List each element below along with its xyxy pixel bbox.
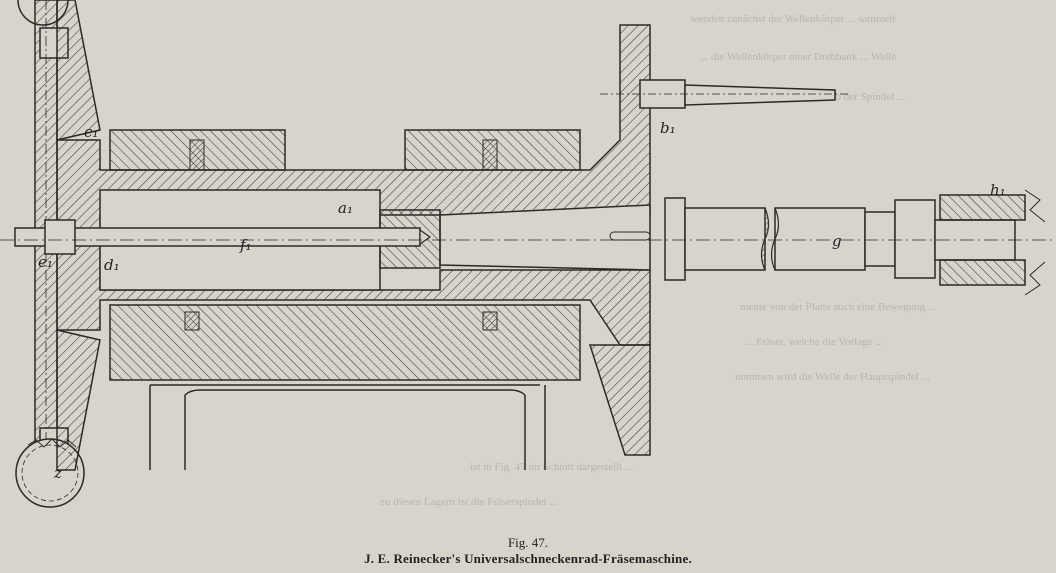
spindle-housing: [56, 24, 651, 346]
bleed-line: ... Fräser, welche die Vorlage ...: [745, 336, 884, 348]
label-d1: d₁: [104, 256, 120, 274]
bleed-line: zu diesen Lagern ist die Fräserspindel .…: [380, 496, 558, 508]
label-h1: h₁: [990, 181, 1006, 199]
lower-bearings: [109, 304, 581, 381]
pull-rod: [14, 219, 432, 255]
label-f1: f₁: [239, 236, 252, 254]
figure-number: Fig. 47.: [507, 535, 549, 550]
bleed-line: ist in Fig. 47 im Schnitt dargestellt ..…: [470, 461, 634, 473]
label-a1: a₁: [338, 199, 353, 217]
bleed-line: wenden zunächst der Wellenkörper ... sam…: [690, 13, 895, 25]
label-b1: b₁: [660, 119, 676, 137]
label-z: z: [53, 464, 62, 482]
housing-flange: [56, 0, 101, 471]
clamp-bolt: [600, 79, 850, 109]
part-labels: c₁ e₁ d₁ a₁ f₁ b₁ g h₁ z: [38, 119, 1006, 482]
label-e1: e₁: [38, 253, 53, 271]
hob-cutter: [939, 189, 1046, 296]
right-flange: [588, 344, 651, 456]
label-g: g: [832, 232, 842, 250]
figure-title: J. E. Reinecker's Universalschneckenrad-…: [364, 551, 692, 566]
bleed-line: nommen wird die Welle der Hauptspindel .…: [735, 371, 930, 383]
main-spindle: [609, 197, 1016, 281]
support-stand: [149, 384, 546, 470]
bleed-line: ... die Wellenkörper einer Drehbank ... …: [700, 51, 896, 63]
upper-bearings: [109, 129, 581, 171]
bleed-line: mente von der Platte auch eine Bewegung …: [740, 301, 936, 313]
label-c1: c₁: [84, 123, 98, 141]
